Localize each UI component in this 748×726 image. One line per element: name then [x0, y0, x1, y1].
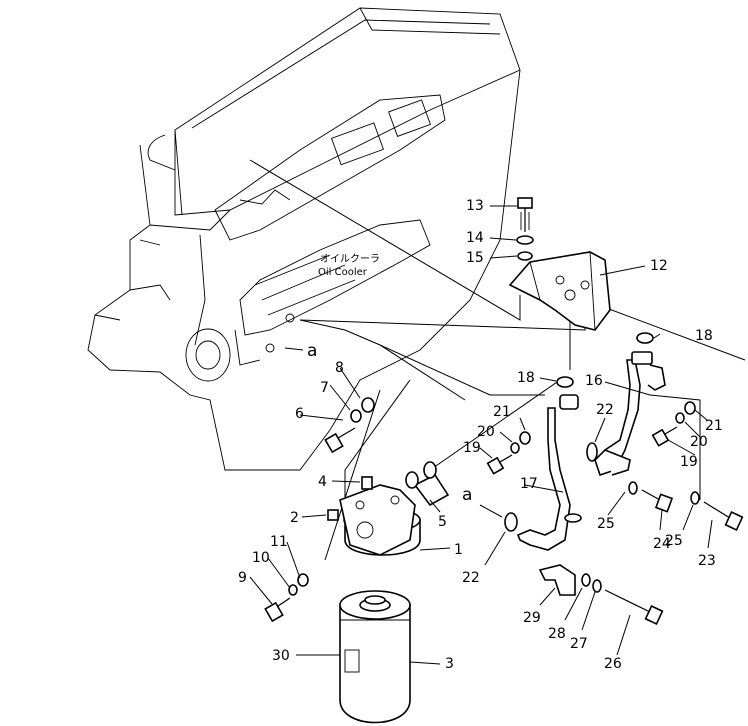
label-15: 15	[466, 250, 484, 266]
washer-8	[361, 397, 375, 413]
label-30: 30	[272, 648, 290, 664]
washer-20b	[675, 412, 685, 424]
o-ring-22a	[586, 442, 598, 462]
washer-11	[297, 573, 309, 587]
label-1: 1	[454, 542, 463, 558]
pipe-16	[594, 351, 666, 477]
label-23: 23	[698, 553, 716, 569]
bolt-13	[517, 197, 533, 232]
bolt-6	[324, 427, 356, 454]
label-26: 26	[604, 656, 622, 672]
label-5: 5	[438, 514, 447, 530]
label-24: 24	[653, 536, 671, 552]
washer-7	[350, 409, 362, 423]
label-25b: 25	[665, 533, 683, 549]
washer-21a	[519, 431, 531, 445]
bolt-24	[641, 489, 674, 513]
bracket-12	[508, 251, 611, 331]
label-14: 14	[466, 230, 484, 246]
label-10: 10	[252, 550, 270, 566]
oil-cooler-label-jp: オイルクーラ	[320, 253, 380, 265]
washer-15	[517, 251, 533, 261]
connection-lines	[249, 159, 746, 561]
part-number-labels: 13 14 15 12 18 18 16 21 20 19 22 21 20 1…	[238, 198, 723, 672]
washer-20a	[510, 442, 520, 454]
label-25a: 25	[597, 516, 615, 532]
label-28: 28	[548, 626, 566, 642]
bolt-19a	[486, 454, 513, 475]
o-ring-18b	[636, 332, 654, 344]
label-22a: 22	[596, 402, 614, 418]
oil-cooler-label-en: Oil Cooler	[318, 267, 368, 278]
label-19b: 19	[680, 454, 698, 470]
washer-28	[581, 573, 591, 587]
label-18b: 18	[695, 328, 713, 344]
label-9: 9	[238, 570, 247, 586]
label-27: 27	[570, 636, 588, 652]
label-29: 29	[523, 610, 541, 626]
plug-2	[327, 509, 339, 521]
bolt-26	[604, 589, 664, 625]
o-ring-5b	[423, 461, 437, 479]
washer-25b	[690, 491, 700, 505]
pipe-17	[516, 394, 582, 551]
label-20a: 20	[477, 424, 495, 440]
label-21a: 21	[493, 404, 511, 420]
label-12: 12	[650, 258, 668, 274]
label-16: 16	[585, 373, 603, 389]
engine-block	[87, 7, 521, 471]
reference-letter-a-right: a	[462, 485, 472, 505]
o-ring-18a	[556, 376, 574, 388]
plug-4	[361, 476, 373, 490]
label-11: 11	[270, 534, 288, 550]
label-19a: 19	[463, 440, 481, 456]
washer-10	[288, 584, 298, 596]
washer-27	[592, 579, 602, 593]
label-6: 6	[295, 406, 304, 422]
washer-25a	[628, 481, 638, 495]
leader-lines	[249, 205, 713, 665]
label-13: 13	[466, 198, 484, 214]
gasket-5	[413, 473, 450, 507]
label-20b: 20	[690, 434, 708, 450]
label-8: 8	[335, 360, 344, 376]
washer-21b	[684, 401, 696, 415]
label-4: 4	[318, 474, 327, 490]
o-ring-22b	[504, 512, 518, 532]
label-22b: 22	[462, 570, 480, 586]
clamp-29	[538, 564, 576, 596]
label-18a: 18	[517, 370, 535, 386]
filter-head-1	[339, 484, 421, 556]
label-21b: 21	[705, 418, 723, 434]
washer-14	[516, 235, 534, 245]
reference-letter-a-left: a	[307, 341, 317, 361]
label-3: 3	[445, 656, 454, 672]
label-2: 2	[290, 510, 299, 526]
bolt-9	[264, 597, 291, 623]
bolt-23	[703, 501, 744, 531]
label-7: 7	[320, 380, 329, 396]
label-17: 17	[520, 476, 538, 492]
bolt-19b	[651, 426, 678, 447]
filter-cartridge-3	[339, 590, 411, 724]
o-ring-5a	[405, 471, 419, 489]
